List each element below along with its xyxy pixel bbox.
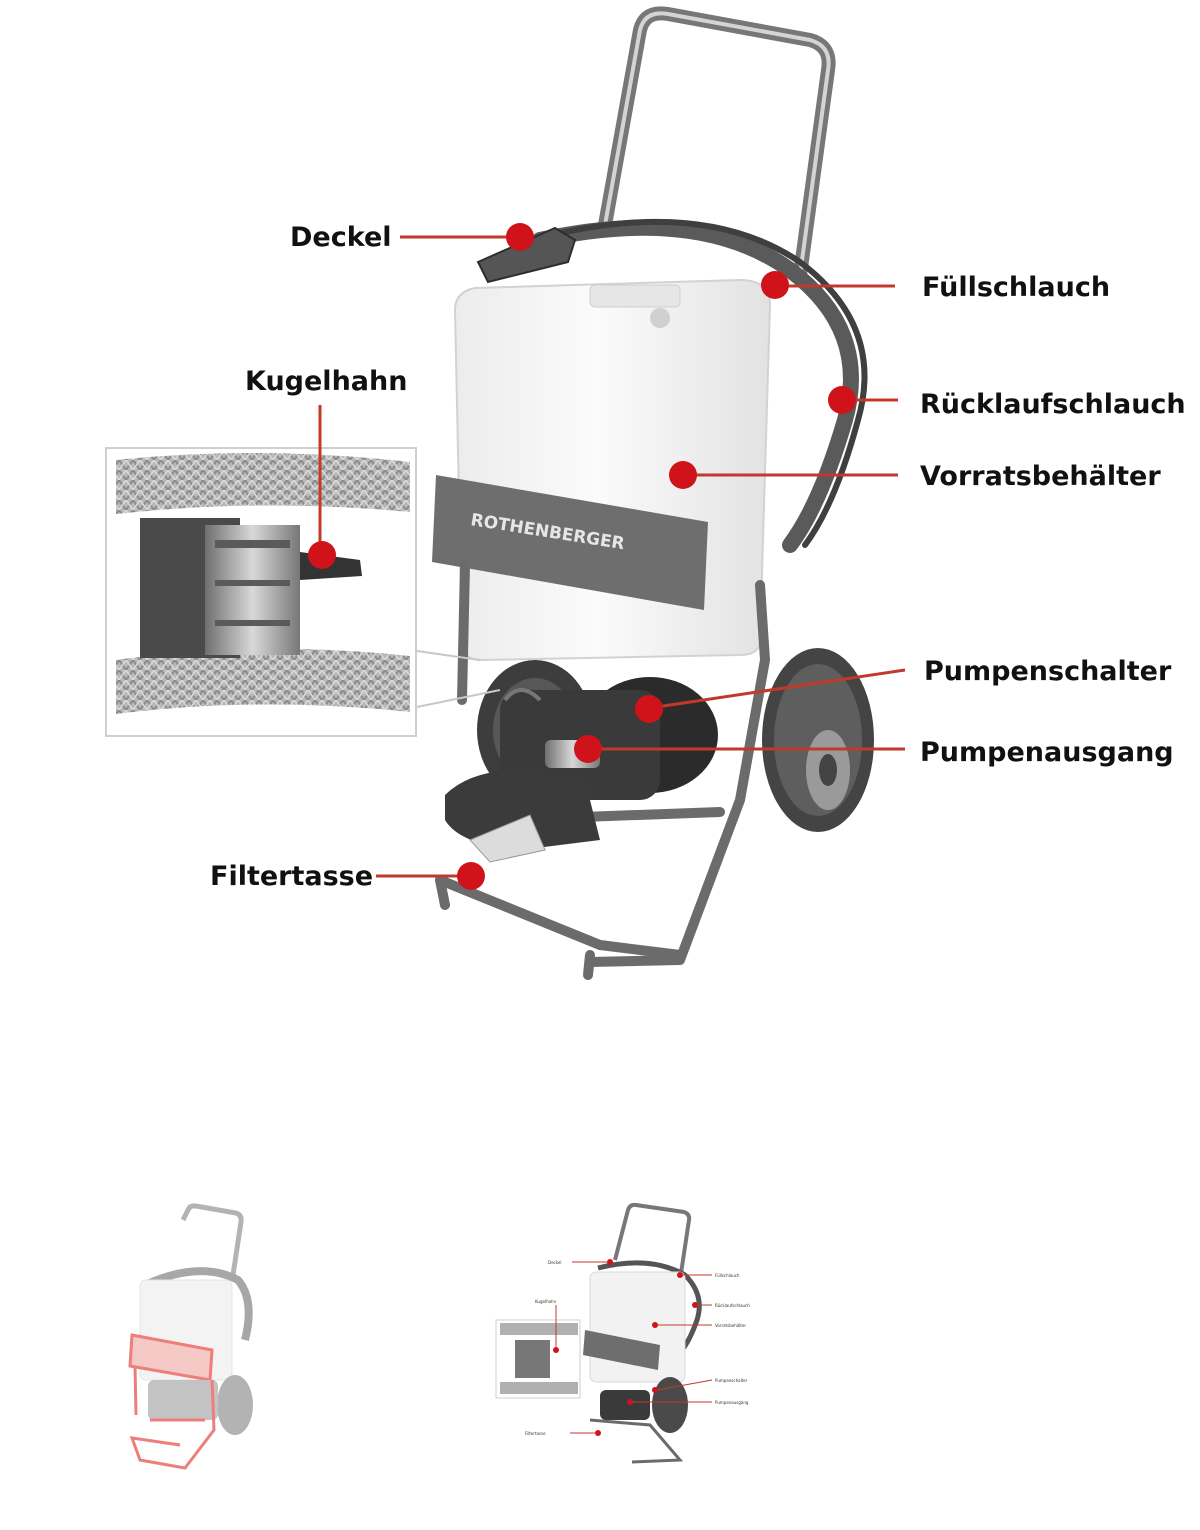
callout-dot-vorratsbehaelter [669,461,697,489]
hose-coil [532,219,859,553]
callout-label-filtertasse: Filtertasse [210,861,373,892]
callout-dot-pumpenschalter [635,695,663,723]
callout-dot-pumpenausgang [574,735,602,763]
tank-lid [476,226,577,284]
thumb-label-ruecklaufschlauch: Rücklaufschlauch [715,1303,750,1308]
thumb-label-vorratsbehaelter: Vorratsbehälter [715,1323,746,1328]
callout-label-deckel: Deckel [290,222,392,253]
thumb-label-fuellschlauch: Füllschlauch [715,1273,740,1278]
callout-labels: Deckel Füllschlauch Kugelhahn Rücklaufsc… [210,222,1186,892]
thumb-label-kugelhahn: Kugelhahn [535,1299,557,1304]
wheel-front [762,648,874,832]
callout-label-fuellschlauch: Füllschlauch [922,272,1110,303]
callout-lines [318,235,906,878]
thumbnail-frame-highlight[interactable] [128,1203,253,1470]
callout-dot-filtertasse [457,862,485,890]
brand-band: ROTHENBERGER [432,475,708,610]
storage-tank [453,278,772,662]
callout-label-pumpenschalter: Pumpenschalter [924,656,1172,687]
callout-dot-kugelhahn [308,541,336,569]
kugelhahn-inset [105,447,501,737]
thumb-label-pumpenausgang: Pumpenausgang [715,1400,749,1405]
callout-dot-deckel [506,223,534,251]
thumb-label-deckel: Deckel [548,1260,562,1265]
thumbnail-annotated[interactable]: Deckel Füllschlauch Kugelhahn Rücklaufsc… [495,1202,750,1464]
callout-dot-ruecklaufschlauch [828,386,856,414]
thumb-label-pumpenschalter: Pumpenschalter [715,1378,748,1383]
thumb-label-filtertasse: Filtertasse [525,1431,546,1436]
callout-dot-fuellschlauch [761,271,789,299]
callout-label-ruecklaufschlauch: Rücklaufschlauch [920,389,1186,420]
callout-dots [308,223,856,890]
product-illustration: ROTHENBERGER [105,6,874,980]
callout-label-vorratsbehaelter: Vorratsbehälter [920,461,1161,492]
callout-label-pumpenausgang: Pumpenausgang [920,737,1174,768]
callout-label-kugelhahn: Kugelhahn [245,366,407,397]
